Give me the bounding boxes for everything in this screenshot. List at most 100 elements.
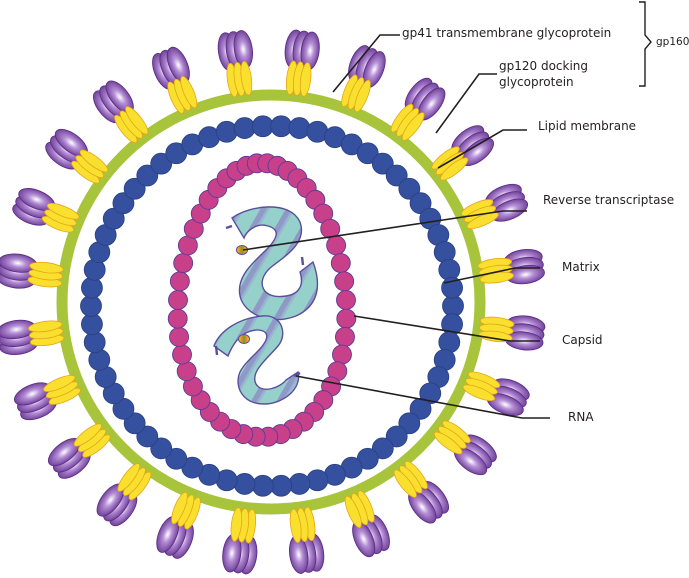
gp41-stem xyxy=(27,320,65,347)
matrix-bead xyxy=(81,276,103,299)
rna-end-tick xyxy=(225,224,233,230)
gp120-head xyxy=(487,378,530,416)
gp41-subunit xyxy=(478,330,513,343)
gp41-subunit xyxy=(43,374,76,392)
gp41-subunit xyxy=(401,112,425,141)
gp120-head xyxy=(152,46,190,90)
rna-end-tick xyxy=(300,256,305,266)
matrix-bead xyxy=(306,469,329,492)
capsid-bead xyxy=(336,308,357,329)
matrix-bead xyxy=(288,117,311,139)
gp120-head xyxy=(352,514,390,558)
gp41-subunit xyxy=(344,495,362,529)
gp120-head xyxy=(284,29,320,71)
gp41-subunit xyxy=(79,149,109,173)
matrix-bead xyxy=(251,115,274,138)
matrix-bead xyxy=(371,152,394,175)
gp41-stem xyxy=(433,420,471,455)
gp41-stem xyxy=(462,371,501,402)
gp120-head xyxy=(222,533,258,575)
matrix-bead xyxy=(215,120,238,143)
gp41-subunit xyxy=(171,491,188,525)
capsid-layer xyxy=(167,153,357,447)
matrix-bead xyxy=(288,473,311,495)
gp41-stem xyxy=(43,374,81,405)
gp41-subunit xyxy=(27,320,63,333)
gp120-head xyxy=(156,516,194,559)
gp160-bracket xyxy=(639,1,652,87)
leader-gp120 xyxy=(435,73,497,134)
matrix-bead xyxy=(270,115,293,138)
matrix-layer xyxy=(80,115,464,497)
gp120-head xyxy=(404,77,446,121)
gp41-stem xyxy=(41,202,80,233)
gp41-subunit xyxy=(393,469,417,498)
capsid-bead xyxy=(334,271,355,292)
gp41-stem xyxy=(341,74,371,113)
gp41-subunit xyxy=(46,202,80,220)
reverse-transcriptase-lower xyxy=(238,334,250,344)
matrix-bead xyxy=(83,331,106,354)
matrix-bead xyxy=(150,152,173,175)
matrix-bead xyxy=(356,142,379,165)
gp41-stem xyxy=(390,103,425,141)
gp120-head xyxy=(0,319,38,355)
label-lipid-membrane: Lipid membrane xyxy=(538,119,637,133)
gp41-stem xyxy=(478,316,515,343)
label-reverse-transcriptase: Reverse transcriptase xyxy=(543,193,675,207)
gp41-stem xyxy=(167,75,198,114)
leader-rna xyxy=(295,375,550,419)
gp41-subunit xyxy=(125,106,149,135)
gp120-head xyxy=(45,128,88,170)
gp120-head xyxy=(96,483,138,527)
gp41-subunit xyxy=(230,507,243,542)
matrix-bead xyxy=(385,425,408,448)
capsid-bead xyxy=(332,344,352,365)
leader-reverse-transcriptase xyxy=(242,210,527,251)
gp41-stem xyxy=(226,60,253,98)
leader-lines xyxy=(242,1,652,419)
capsid-bead xyxy=(172,344,192,365)
capsid-bead xyxy=(169,271,190,292)
capsid-bead xyxy=(177,235,198,256)
matrix-bead xyxy=(409,397,432,420)
matrix-bead xyxy=(233,117,256,139)
capsid-bead xyxy=(169,327,189,347)
matrix-bead xyxy=(233,473,256,495)
label-gp160: gp160 xyxy=(656,36,689,48)
gp120-head xyxy=(454,434,497,476)
gp41-subunit xyxy=(180,75,198,109)
capsid-bead xyxy=(173,253,194,273)
gp41-stem xyxy=(171,491,201,530)
matrix-bead xyxy=(398,177,421,200)
gp41-stem xyxy=(393,460,428,498)
matrix-bead xyxy=(136,164,159,187)
gp41-stem xyxy=(230,507,257,544)
gp120-head xyxy=(12,188,55,226)
capsid-bead xyxy=(335,327,355,347)
matrix-bead xyxy=(438,258,461,281)
rna-strand-upper xyxy=(225,206,319,321)
label-gp120-line1: gp120 docking xyxy=(499,59,589,73)
leader-capsid xyxy=(353,315,540,342)
label-rna: RNA xyxy=(568,410,594,424)
gp41-layer xyxy=(27,60,515,544)
capsid-bead xyxy=(326,235,347,256)
gp41-stem xyxy=(289,506,316,544)
label-gp120-line2: glycoprotein xyxy=(499,75,574,89)
gp41-stem xyxy=(71,149,109,184)
gp41-subunit xyxy=(433,431,463,455)
gp41-subunit xyxy=(354,79,371,113)
gp120-head xyxy=(217,30,253,71)
matrix-bead xyxy=(371,437,394,460)
gp41-subunit xyxy=(440,157,469,181)
gp41-stem xyxy=(117,463,152,501)
gp41-subunit xyxy=(462,384,496,402)
gp41-subunit xyxy=(240,60,253,96)
gp41-stem xyxy=(73,423,111,458)
rna-strand-lower xyxy=(213,315,301,405)
gp41-subunit xyxy=(466,212,499,230)
capsid-bead xyxy=(168,290,188,310)
leader-gp41 xyxy=(332,34,400,93)
